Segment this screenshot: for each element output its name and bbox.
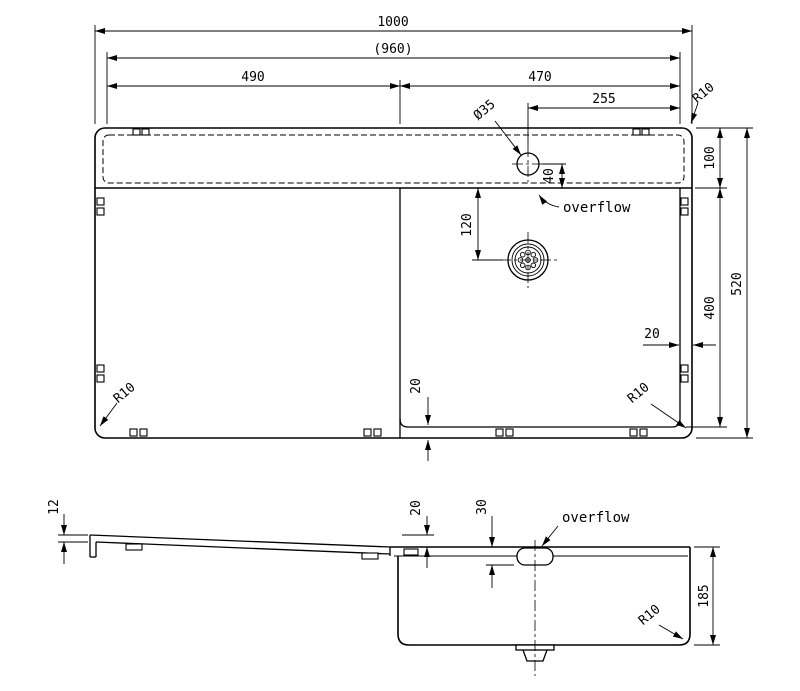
- dim-bottom-gap-label: 20: [409, 378, 424, 394]
- dimensions-top: 1000 (960) 490 470 255 R10 Ø35 40 100 ov…: [95, 15, 750, 461]
- drainboard-bottom: [95, 541, 391, 555]
- dim-right-section-label: 470: [528, 70, 551, 85]
- dim-overall-height-label: 520: [730, 272, 745, 295]
- rim-hidden-edge: [102, 134, 685, 184]
- overflow-label-side: overflow: [562, 510, 630, 526]
- drainboard-top: [89, 534, 391, 548]
- top-view: 1000 (960) 490 470 255 R10 Ø35 40 100 ov…: [94, 15, 753, 461]
- dim-drain-offset-label: 120: [460, 213, 475, 236]
- radius-bottom-right-label: R10: [625, 380, 653, 407]
- dim-hole-offset-label: 40: [542, 168, 557, 184]
- faucet-hole: [512, 103, 566, 182]
- overflow-label-top: overflow: [563, 200, 631, 216]
- mounting-clips-top: [96, 128, 689, 437]
- dim-overall-width-label: 1000: [377, 15, 408, 30]
- dim-hole-from-right-label: 255: [592, 92, 615, 107]
- radius-top-right-label: R10: [690, 80, 718, 107]
- dim-hole-diameter-label: Ø35: [471, 97, 499, 124]
- dim-board-thickness-label: 12: [47, 499, 62, 515]
- radius-bottom-left-label: R10: [111, 380, 139, 407]
- dim-bowl-length-label: 400: [703, 296, 718, 319]
- dim-step-label: 20: [409, 500, 424, 516]
- dim-inner-width-label: (960): [373, 42, 412, 57]
- dim-bowl-depth-label: 185: [697, 584, 712, 607]
- sink-outline-top: [94, 127, 693, 439]
- extension-lines-top: [94, 25, 753, 439]
- sink-outline-side: [89, 534, 691, 676]
- dim-left-section-label: 490: [241, 70, 264, 85]
- dim-overflow-depth-label: 30: [475, 499, 490, 515]
- dimensions-side: 12 20 30 overflow 185 R10: [47, 499, 720, 646]
- radius-bottom-side-label: R10: [636, 602, 664, 629]
- drain-top: [472, 232, 558, 288]
- side-view: 12 20 30 overflow 185 R10: [47, 499, 720, 676]
- dim-rim-strip-label: 100: [703, 146, 718, 169]
- dim-right-gap-label: 20: [644, 327, 660, 342]
- sink-outer-edge: [94, 127, 693, 439]
